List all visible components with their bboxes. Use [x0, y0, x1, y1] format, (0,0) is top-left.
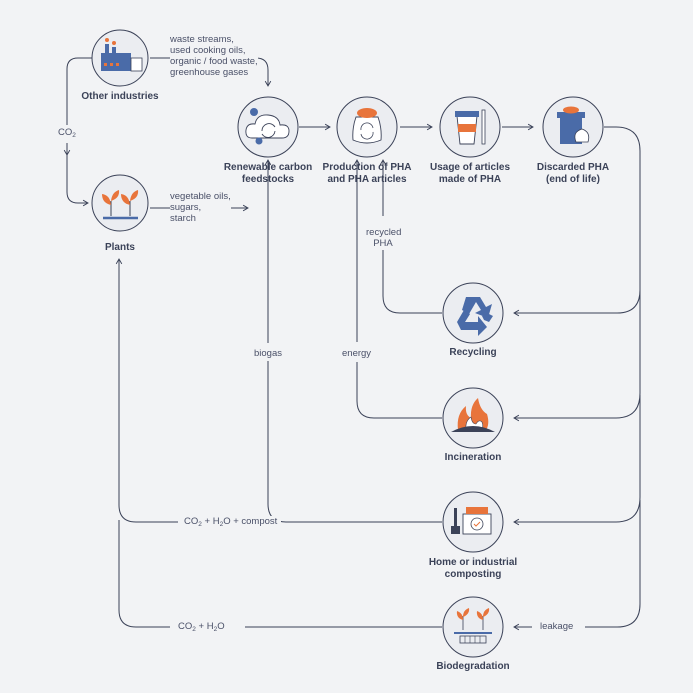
vegetable-oils-label: vegetable oils, sugars, starch [170, 191, 231, 224]
composting-label: Home or industrial composting [428, 557, 518, 580]
discarded-label: Discarded PHA (end of life) [536, 162, 610, 185]
cloud-cycle-icon [245, 108, 290, 145]
compost-output-label: CO2 + H2O + compost [180, 516, 282, 530]
plants-label: Plants [104, 242, 135, 253]
to-composting-line [513, 395, 641, 526]
factory-icon [101, 38, 143, 72]
energy-line [356, 362, 442, 419]
to-biodegradation-line [585, 500, 641, 628]
energy-label: energy [342, 346, 372, 361]
renewable-feedstocks-label: Renewable carbon feedstocks [223, 162, 313, 185]
trash-bin-icon [557, 106, 590, 144]
soil-sprout-icon [454, 608, 492, 644]
biodegradation-label: Biodegradation [436, 661, 510, 672]
recycling-label: Recycling [449, 347, 497, 358]
waste-streams-label: waste streams, used cooking oils, organi… [170, 34, 258, 78]
biodegradation-circle [442, 596, 504, 658]
recycle-icon [457, 297, 493, 336]
biogas-label: biogas [254, 346, 282, 361]
leakage-label: leakage [537, 621, 577, 632]
composting-output-line [267, 360, 442, 523]
to-incineration-line [513, 290, 641, 422]
plant-sprouts-icon [102, 190, 139, 220]
recycled-pha-line [382, 250, 442, 314]
compost-co2-line [115, 258, 178, 523]
usage-label: Usage of articles made of PHA [429, 162, 511, 185]
compost-bin-icon [451, 507, 492, 535]
production-label: Production of PHA and PHA articles [322, 162, 412, 185]
co2-label: CO2 [58, 125, 76, 143]
cup-and-straw-icon [455, 109, 486, 145]
bio-co2-line [118, 520, 170, 628]
biodegradation-output-label: CO2 + H2O [174, 621, 229, 635]
fire-icon [451, 398, 495, 432]
incineration-label: Incineration [444, 452, 502, 463]
other-industries-label: Other industries [81, 91, 159, 102]
plants-circle [91, 174, 149, 232]
co2-flow-line [63, 57, 92, 156]
recycled-pha-label: recycled PHA [366, 227, 402, 249]
pellet-sack-icon [352, 108, 382, 144]
recycling-circle [442, 282, 504, 344]
discarded-exit-line [513, 126, 641, 317]
co2-to-plants-line [66, 155, 89, 207]
